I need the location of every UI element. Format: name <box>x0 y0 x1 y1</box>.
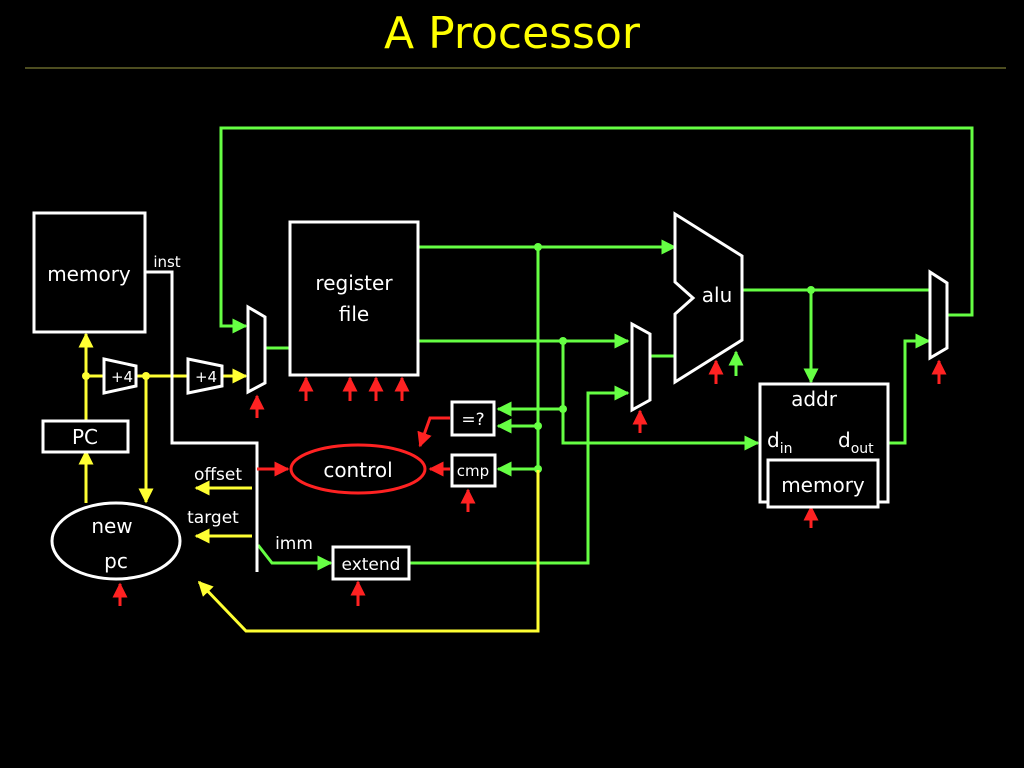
imm-signal-label: imm <box>275 534 313 554</box>
compare-eq-label: =? <box>461 410 484 430</box>
adder-1-block <box>102 357 138 395</box>
writeback-wire <box>219 126 974 334</box>
mux-1-block <box>246 304 267 395</box>
instruction-memory-block <box>32 211 147 334</box>
adder-1-label: +4 <box>111 368 133 386</box>
mux-2-block <box>630 321 652 413</box>
data-memory-label: memory <box>781 473 865 497</box>
d-out-label: dout <box>838 428 874 457</box>
new-pc-block <box>50 501 182 581</box>
target-signal-label: target <box>187 508 239 528</box>
register-file-label-line1: register <box>315 271 393 295</box>
instruction-bus <box>145 270 259 572</box>
dout-to-mux3-wire <box>888 333 931 445</box>
extend-to-mux2-wire <box>410 385 630 565</box>
data-memory-inner-block <box>766 458 880 509</box>
bus-b-to-dmem <box>561 341 760 451</box>
control-label: control <box>323 458 392 482</box>
extend-label: extend <box>342 555 401 575</box>
extend-block <box>331 545 411 581</box>
alu-label: alu <box>702 283 733 307</box>
adder-2-label: +4 <box>195 368 217 386</box>
control-signals <box>112 359 947 606</box>
register-file-label-line2: file <box>339 302 369 326</box>
pc-register-block <box>41 419 130 454</box>
compare-eq-block <box>450 400 496 437</box>
register-file-block <box>288 220 420 377</box>
cmp-label: cmp <box>457 462 489 480</box>
adder-2-block <box>186 357 224 395</box>
register-to-newpc-wire <box>197 470 540 633</box>
imm-wire <box>256 544 333 571</box>
data-paths <box>219 126 974 571</box>
cmp-block <box>450 453 497 488</box>
new-pc-label-line1: new <box>91 514 132 538</box>
junction-dots <box>534 243 815 473</box>
slide-title: A Processor <box>384 8 641 59</box>
pc-junction-dots <box>82 372 150 380</box>
d-in-label: din <box>767 428 792 457</box>
offset-signal-label: offset <box>194 465 242 485</box>
control-block <box>289 443 427 495</box>
pc-register-label: PC <box>72 425 98 449</box>
eq-to-control-wire <box>417 416 450 448</box>
addr-label: addr <box>791 387 838 411</box>
new-pc-label-line2: pc <box>104 549 128 573</box>
mux-3-block <box>928 269 949 361</box>
alu-block <box>673 211 744 385</box>
instruction-memory-label: memory <box>47 262 131 286</box>
inst-signal-label: inst <box>153 253 180 271</box>
